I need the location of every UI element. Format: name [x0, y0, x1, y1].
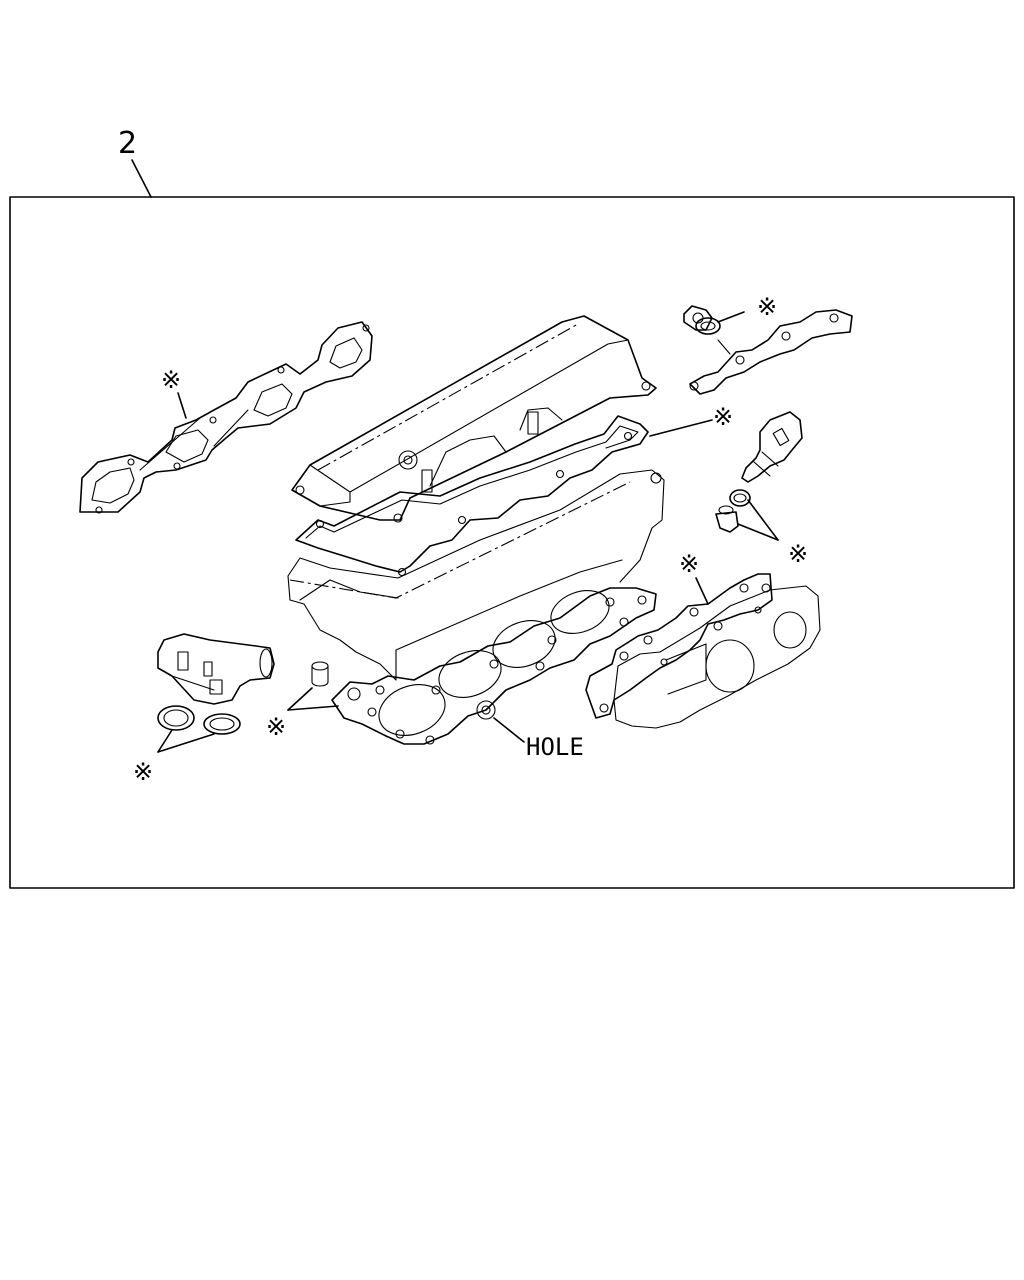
kit-marker-connector: ※: [757, 293, 777, 321]
injector-nozzle: [741, 411, 803, 483]
connector-wire: [683, 305, 853, 395]
plug-seal: [311, 661, 329, 687]
hole-label: HOLE: [526, 733, 584, 761]
head-cover-gasket: [295, 415, 649, 577]
kit-marker-front-cover: ※: [679, 550, 699, 578]
front-cover-housing: [613, 585, 821, 729]
head-gasket: [331, 587, 657, 745]
callout-number: 2: [118, 126, 137, 161]
kit-frame: [9, 196, 1015, 889]
callout-leader: [131, 159, 152, 198]
kit-marker-exhaust: ※: [161, 366, 181, 394]
kit-marker-plug: ※: [266, 713, 286, 741]
o-rings: [157, 705, 241, 735]
cylinder-head-cover: [291, 315, 657, 523]
kit-marker-cover-gasket: ※: [713, 403, 733, 431]
cylinder-head-block: [287, 469, 665, 681]
water-outlet: [157, 633, 275, 705]
front-cover-gasket: [585, 573, 773, 719]
kit-marker-o-rings: ※: [133, 758, 153, 786]
kit-marker-nozzle-seals: ※: [788, 540, 808, 568]
nozzle-seals: [715, 489, 751, 533]
exhaust-manifold-gasket: [79, 321, 373, 514]
